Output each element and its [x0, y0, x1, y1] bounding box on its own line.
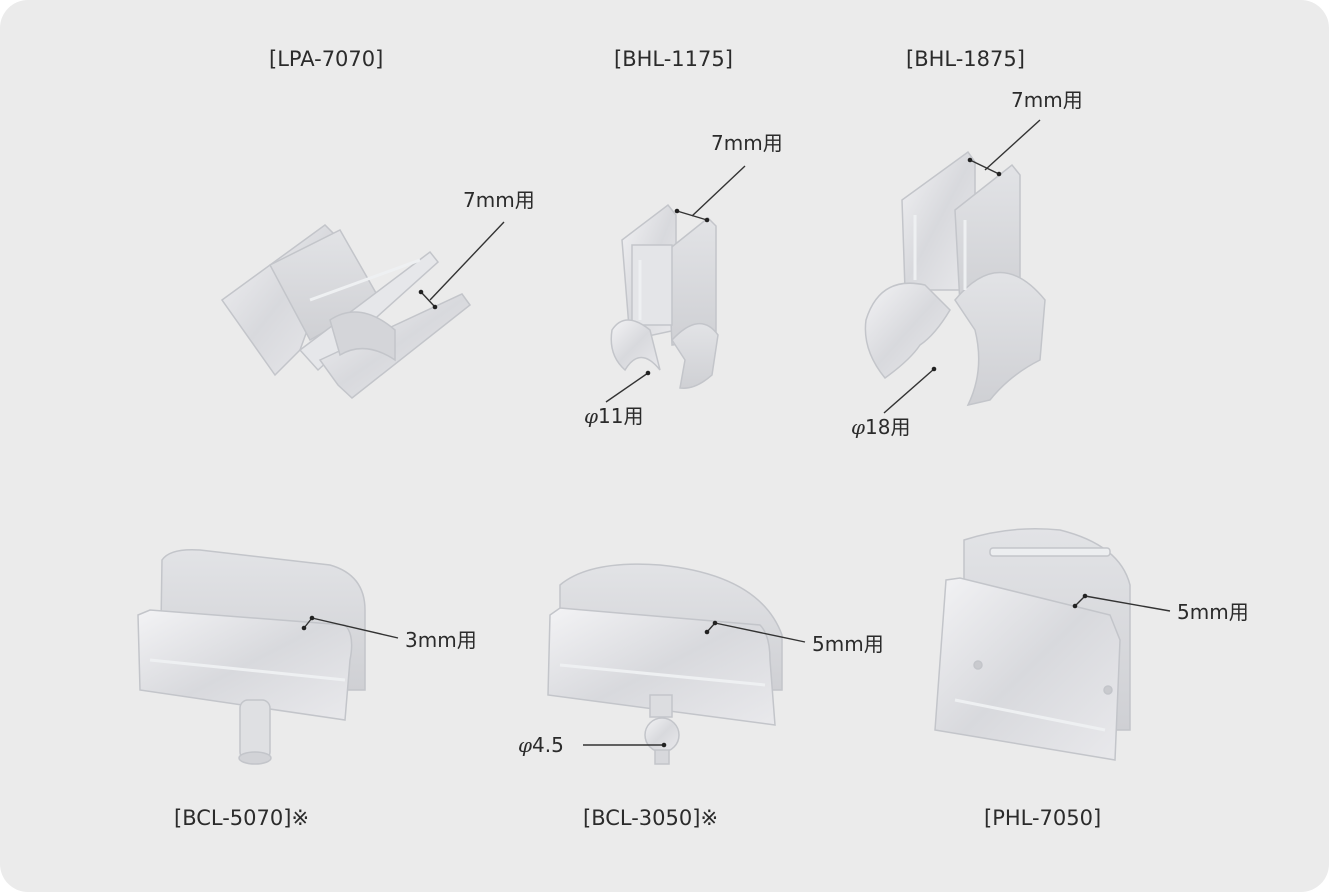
diameter-symbol: φ [518, 733, 533, 757]
bhl-1175-diameter-label: φ11用 [584, 406, 643, 426]
diameter-value: 11用 [598, 404, 644, 428]
bcl-5070-thickness-label: 3mm用 [405, 628, 477, 652]
bhl-1175-image [610, 203, 719, 389]
diameter-symbol: φ [851, 415, 866, 439]
leader-lines [301, 119, 1171, 748]
diameter-value: 18用 [865, 415, 911, 439]
bhl-1875-thickness-label: 7mm用 [1011, 88, 1083, 112]
diameter-value: 4.5 [532, 733, 564, 757]
bcl-3050-image [547, 563, 783, 765]
product-title-bhl-1175: [BHL-1175] [614, 47, 733, 71]
product-title-lpa-7070: [LPA-7070] [269, 47, 384, 71]
bhl-1875-diameter-label: φ18用 [851, 417, 910, 437]
product-title-bhl-1875: [BHL-1875] [906, 47, 1025, 71]
phl-7050-thickness-label: 5mm用 [1177, 600, 1249, 624]
product-title-bcl-3050: [BCL-3050]※ [583, 806, 719, 830]
lpa-7070-image [220, 224, 472, 399]
product-title-bcl-5070: [BCL-5070]※ [174, 806, 310, 830]
product-title-phl-7050: [PHL-7050] [984, 806, 1102, 830]
bcl-5070-image [137, 548, 366, 765]
bcl-3050-thickness-label: 5mm用 [812, 632, 884, 656]
bhl-1175-thickness-label: 7mm用 [711, 131, 783, 155]
bhl-1875-image [864, 150, 1046, 407]
phl-7050-image [934, 528, 1131, 761]
lpa-7070-thickness-label: 7mm用 [463, 188, 535, 212]
bcl-3050-diameter-label: φ4.5 [518, 735, 564, 755]
diameter-symbol: φ [584, 404, 599, 428]
